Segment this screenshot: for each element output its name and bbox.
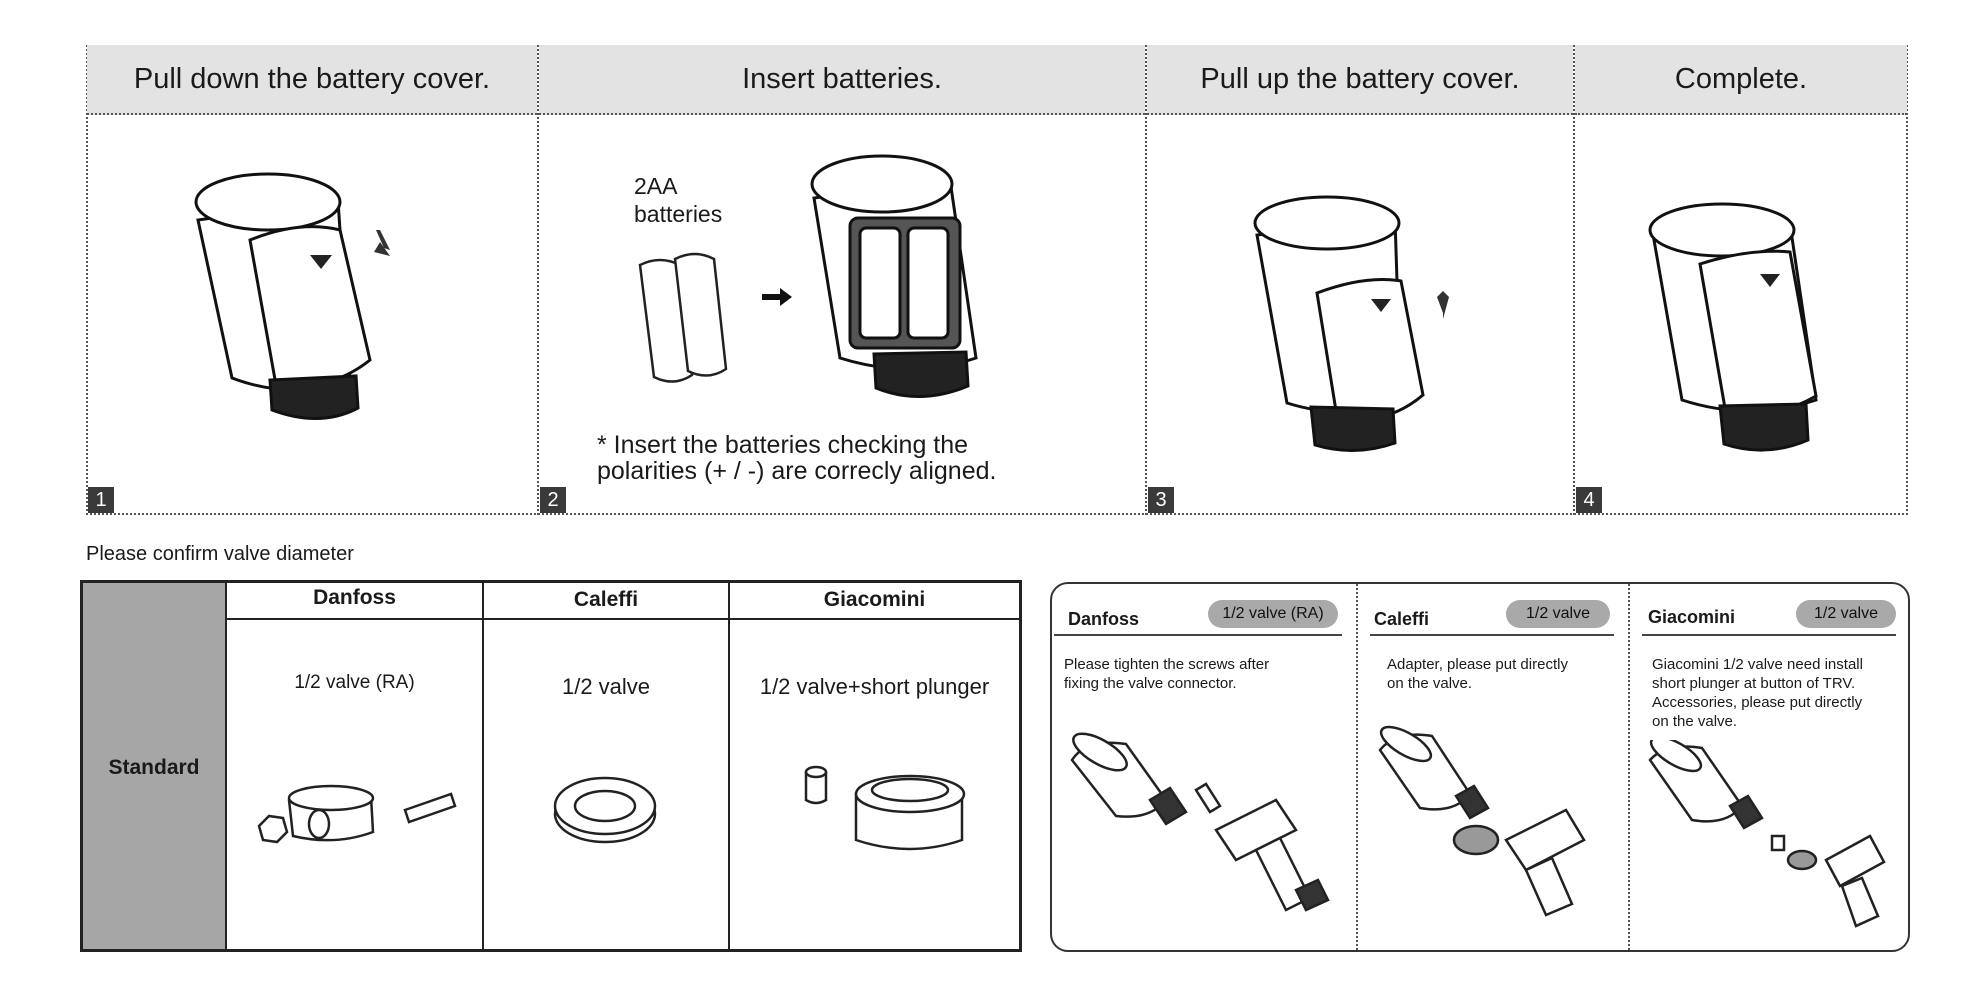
trv-cover-down-illustration — [194, 172, 390, 420]
install-badge-caleffi: 1/2 valve — [1506, 600, 1610, 628]
step-number-3: 3 — [1148, 487, 1174, 513]
step-number-4: 4 — [1576, 487, 1602, 513]
panel-rule — [1054, 634, 1342, 636]
table-divider — [482, 583, 484, 949]
desc-line: Giacomini 1/2 valve need install — [1652, 656, 1863, 673]
desc-line: Please tighten the screws after — [1064, 656, 1270, 673]
battery-label-line-2: batteries — [634, 201, 723, 227]
install-desc-danfoss: Please tighten the screws after fixing t… — [1064, 655, 1269, 693]
danfoss-install-illustration — [1070, 732, 1330, 912]
giacomini-install-illustration — [1648, 740, 1886, 928]
step-1-title: Pull down the battery cover. — [87, 45, 537, 115]
step-4-title: Complete. — [1575, 45, 1907, 115]
installation-panel — [1050, 582, 1910, 952]
step-3-title: Pull up the battery cover. — [1147, 45, 1573, 115]
step-divider — [1145, 45, 1147, 515]
danfoss-adapter-illustration — [257, 784, 457, 844]
panel-divider — [1356, 584, 1358, 950]
install-badge-danfoss: 1/2 valve (RA) — [1208, 600, 1338, 628]
install-brand-caleffi: Caleffi — [1374, 609, 1430, 629]
install-brand-danfoss: Danfoss — [1068, 609, 1140, 629]
giacomini-adapter-illustration — [804, 765, 966, 851]
table-divider — [728, 583, 730, 949]
batteries-illustration — [638, 252, 728, 383]
panel-rule — [1370, 634, 1614, 636]
table-divider — [225, 583, 227, 949]
desc-line: on the valve. — [1652, 713, 1738, 730]
desc-line: Accessories, please put directly — [1652, 694, 1863, 711]
battery-note-line-2: polarities (+ / -) are correcly aligned. — [597, 457, 997, 485]
caleffi-valve-type: 1/2 valve — [561, 674, 651, 699]
desc-line: Adapter, please put directly — [1387, 656, 1568, 673]
step-number-1: 1 — [88, 487, 114, 513]
column-header-danfoss: Danfoss — [313, 586, 396, 609]
table-divider — [225, 618, 1019, 620]
battery-label-line-1: 2AA — [634, 173, 678, 199]
battery-polarity-note: * Insert the batteries checking the pola… — [597, 432, 996, 484]
desc-line: short plunger at button of TRV. — [1652, 675, 1856, 692]
panel-rule — [1642, 634, 1896, 636]
install-badge-giacomini: 1/2 valve — [1796, 600, 1896, 628]
install-desc-caleffi: Adapter, please put directly on the valv… — [1387, 655, 1568, 693]
arrow-right-icon — [762, 288, 792, 306]
confirm-valve-heading: Please confirm valve diameter — [86, 543, 354, 565]
row-header-standard: Standard — [108, 756, 200, 779]
caleffi-install-illustration — [1378, 725, 1586, 917]
trv-cover-up-illustration — [1253, 195, 1449, 452]
step-divider — [1573, 45, 1575, 515]
install-desc-giacomini: Giacomini 1/2 valve need install short p… — [1652, 655, 1863, 731]
step-divider — [537, 45, 539, 515]
danfoss-valve-type: 1/2 valve (RA) — [294, 672, 415, 693]
desc-line: fixing the valve connector. — [1064, 675, 1237, 692]
row-header-cell — [83, 583, 225, 949]
trv-complete-illustration — [1648, 202, 1818, 452]
panel-divider — [1628, 584, 1630, 950]
step-2-title: Insert batteries. — [539, 45, 1145, 115]
trv-open-illustration — [810, 154, 978, 398]
battery-label: 2AA batteries — [634, 172, 722, 228]
giacomini-valve-type: 1/2 valve+short plunger — [759, 674, 990, 699]
step-number-2: 2 — [540, 487, 566, 513]
column-header-caleffi: Caleffi — [573, 588, 639, 611]
battery-note-line-1: * Insert the batteries checking the — [597, 431, 969, 459]
standard-valve-table — [80, 580, 1022, 952]
column-header-giacomini: Giacomini — [823, 588, 926, 611]
caleffi-adapter-illustration — [553, 776, 657, 844]
desc-line: on the valve. — [1387, 675, 1473, 692]
install-brand-giacomini: Giacomini — [1648, 607, 1736, 627]
